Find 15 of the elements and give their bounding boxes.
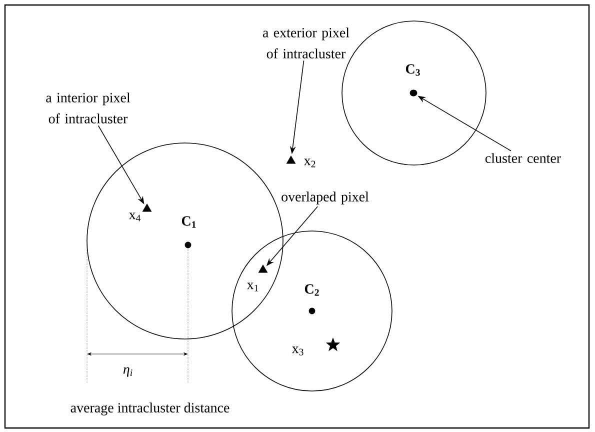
distance-symbol: η$_{i}$ [123,367,132,377]
caption-text: average intracluster distance [70,402,230,416]
cluster-label: C$_{3}$ [406,64,420,76]
cluster-label: C$_{1}$ [182,216,196,228]
annotation-text: a exterior pixel of intracluster [262,28,350,58]
annotation-text: overlaped pixel [282,192,369,204]
annotation-text: a interior pixel of intracluster [46,92,130,124]
pixel-label: x$_{2}$ [304,158,316,168]
pixel-label: x$_{1}$ [246,282,258,292]
cluster-circle [86,142,284,340]
pixel-label: x$_{3}$ [292,346,304,356]
annotation-text: cluster center [485,153,561,163]
pixel-label: x$_{4}$ [128,212,141,222]
cluster-label: C$_{2}$ [304,284,319,296]
cluster-circle [232,230,392,392]
